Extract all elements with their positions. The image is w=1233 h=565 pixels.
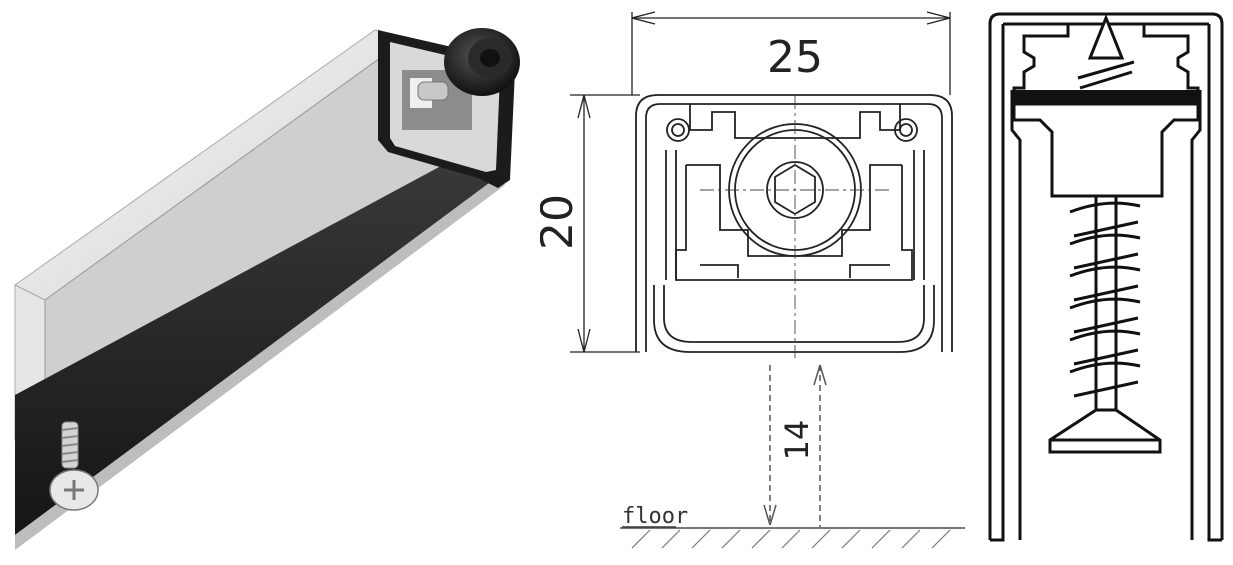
- adjustment-knob: [417, 28, 520, 101]
- housing-outline: [988, 12, 1224, 542]
- floor-gap-dimension: [769, 365, 821, 528]
- screw: [1069, 196, 1141, 410]
- floor-gap-label: 14: [778, 420, 816, 461]
- width-dimension: [631, 11, 951, 95]
- height-label: 20: [540, 194, 583, 250]
- profile-section-outline: [635, 94, 953, 353]
- floor-line: [620, 527, 965, 549]
- center-lines: [700, 95, 890, 358]
- screw-head: [1048, 408, 1162, 454]
- profile-bottom-lip: [15, 175, 505, 550]
- profile-3d-render: [0, 0, 540, 565]
- screw-tip: [1077, 13, 1135, 90]
- seal-strip: [15, 145, 500, 535]
- mounting-screw: [49, 421, 99, 511]
- dimensioned-section: 25 20: [540, 0, 970, 565]
- height-dimension: [570, 94, 640, 353]
- floor-label: floor: [622, 504, 688, 529]
- cut-section: [970, 0, 1233, 565]
- width-label: 25: [767, 32, 823, 83]
